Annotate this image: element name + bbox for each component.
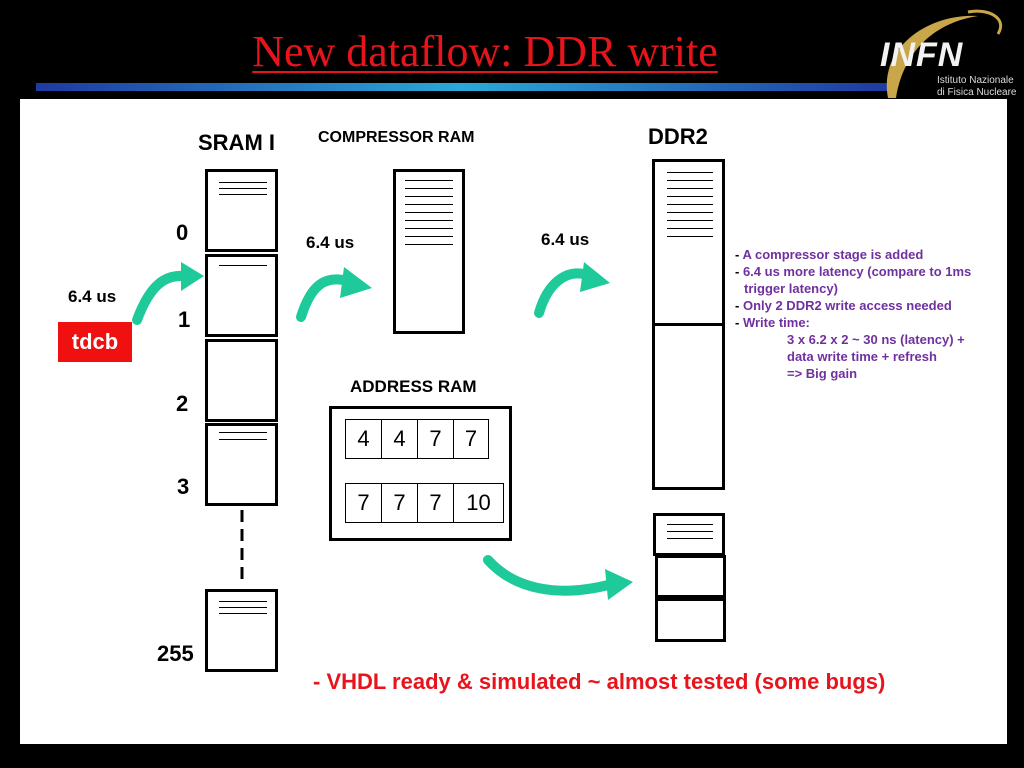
latency-input-label: 6.4 us	[68, 287, 117, 306]
data-line	[667, 172, 713, 173]
note-text: => Big gain	[787, 366, 858, 381]
data-line	[667, 524, 713, 525]
note-text: Only 2 DDR2 write access needed	[742, 298, 952, 313]
compressor-ram-block	[393, 169, 465, 334]
data-line	[405, 180, 453, 181]
note-item: - A compressor stage is added	[735, 247, 924, 262]
arrow-compressor-to-ddr2-icon	[534, 262, 610, 318]
data-line	[219, 607, 267, 608]
status-text: - VHDL ready & simulated ~ almost tested…	[313, 669, 886, 694]
data-line	[667, 236, 713, 237]
data-line	[667, 188, 713, 189]
sram-index-2: 2	[176, 391, 189, 416]
infn-logo-icon	[886, 9, 1002, 98]
tdcb-badge: tdcb	[58, 322, 132, 362]
data-line	[405, 212, 453, 213]
sram-block-1	[205, 254, 278, 337]
sram-label: SRAM I	[198, 130, 275, 155]
data-line	[667, 531, 713, 532]
address-cell: 4	[381, 419, 418, 459]
data-line	[667, 228, 713, 229]
data-line	[405, 220, 453, 221]
data-line	[405, 196, 453, 197]
ddr2-block-lower-2	[655, 555, 726, 598]
data-line	[667, 538, 713, 539]
sram-block-255	[205, 589, 278, 672]
note-text: 6.4 us more latency (compare to 1ms	[742, 264, 972, 279]
logo-subtitle-line2: di Fisica Nucleare	[937, 87, 1017, 98]
slide-canvas	[20, 99, 1007, 744]
ddr2-block-lower-1	[653, 513, 725, 556]
sram-index-3: 3	[177, 474, 190, 499]
data-line	[219, 182, 267, 183]
note-item: - 6.4 us more latency (compare to 1ms	[735, 264, 972, 279]
page-title: New dataflow: DDR write	[252, 27, 718, 76]
sram-block-3	[205, 423, 278, 506]
sram-block-0	[205, 169, 278, 252]
address-label: ADDRESS RAM	[350, 377, 477, 396]
data-line	[219, 439, 267, 440]
address-cell: 7	[453, 419, 489, 459]
sram-index-255: 255	[157, 641, 194, 666]
data-line	[667, 180, 713, 181]
data-line	[667, 204, 713, 205]
note-item: - Write time:	[735, 315, 810, 330]
data-line	[219, 613, 267, 614]
notes-list: - A compressor stage is added - 6.4 us m…	[735, 246, 1015, 382]
sram-index-1: 1	[178, 307, 191, 332]
header-band	[36, 83, 888, 91]
logo-subtitle-line1: Istituto Nazionale	[937, 75, 1014, 86]
arrow-address-to-ddr2-icon	[483, 555, 633, 600]
ddr2-block-top	[652, 159, 725, 326]
note-text: data write time + refresh	[787, 349, 937, 364]
data-line	[667, 196, 713, 197]
data-line	[219, 432, 267, 433]
address-cell: 7	[381, 483, 418, 523]
note-text: Write time:	[742, 315, 810, 330]
sram-block-2	[205, 339, 278, 422]
arrow-tdcb-to-sram-icon	[132, 262, 204, 325]
address-cell: 7	[345, 483, 382, 523]
data-line	[405, 188, 453, 189]
arrow-sram-to-compressor-icon	[296, 267, 372, 322]
sram-index-0: 0	[176, 220, 189, 245]
latency-comp-to-ddr-label: 6.4 us	[541, 230, 590, 249]
ddr2-block-middle	[652, 323, 725, 490]
data-line	[405, 228, 453, 229]
data-line	[219, 265, 267, 266]
data-line	[405, 244, 453, 245]
data-line	[667, 220, 713, 221]
note-text: trigger latency)	[744, 281, 838, 296]
data-line	[405, 236, 453, 237]
note-text: A compressor stage is added	[742, 247, 924, 262]
logo-subtitle: Istituto Nazionale di Fisica Nucleare	[937, 75, 1016, 99]
note-item: - Only 2 DDR2 write access needed	[735, 298, 952, 313]
compressor-label: COMPRESSOR RAM	[318, 129, 475, 146]
logo-name: INFN	[880, 36, 964, 74]
data-line	[219, 188, 267, 189]
latency-sram-to-comp-label: 6.4 us	[306, 233, 355, 252]
ddr2-block-lower-3	[655, 598, 726, 642]
data-line	[405, 204, 453, 205]
address-cell: 4	[345, 419, 382, 459]
data-line	[667, 212, 713, 213]
address-cell: 10	[453, 483, 504, 523]
ddr2-label: DDR2	[648, 124, 708, 149]
data-line	[219, 194, 267, 195]
note-text: 3 x 6.2 x 2 ~ 30 ns (latency) +	[787, 332, 965, 347]
data-line	[219, 601, 267, 602]
